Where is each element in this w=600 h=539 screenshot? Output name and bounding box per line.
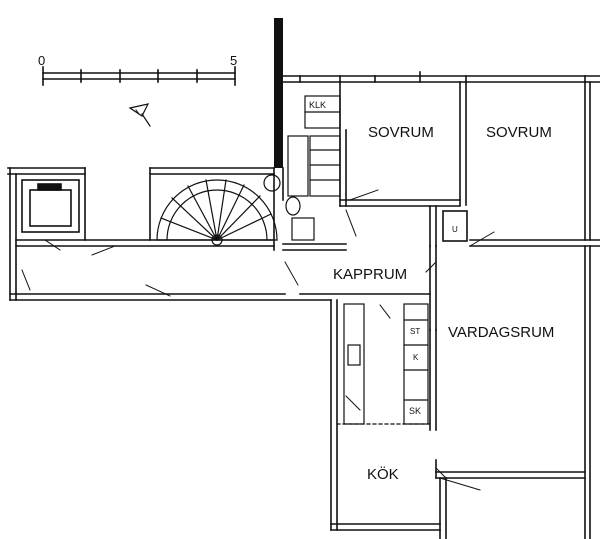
kitchen-counters bbox=[336, 303, 431, 425]
walls bbox=[7, 18, 600, 539]
fixture-label-klk: KLK bbox=[309, 100, 326, 110]
room-label-sovrum-2: SOVRUM bbox=[486, 124, 552, 141]
bathroom bbox=[285, 95, 341, 241]
fixture-label-k: K bbox=[413, 353, 419, 362]
fixture-label-u: U bbox=[452, 225, 458, 234]
north-arrow-icon bbox=[128, 103, 151, 127]
room-label-sovrum-1: SOVRUM bbox=[368, 124, 434, 141]
scale-start-label: 0 bbox=[38, 53, 45, 68]
scale-end-label: 5 bbox=[230, 53, 237, 68]
room-label-kapprum: KAPPRUM bbox=[333, 266, 407, 283]
fixture-label-sk: SK bbox=[409, 406, 421, 416]
spiral-stair bbox=[156, 174, 281, 246]
elevator bbox=[21, 179, 80, 233]
fixture-label-st: ST bbox=[410, 327, 420, 336]
room-label-vardagsrum: VARDAGSRUM bbox=[448, 324, 554, 341]
scale-bar bbox=[42, 66, 236, 86]
doors bbox=[21, 189, 495, 491]
room-label-kok: KÖK bbox=[367, 465, 399, 483]
